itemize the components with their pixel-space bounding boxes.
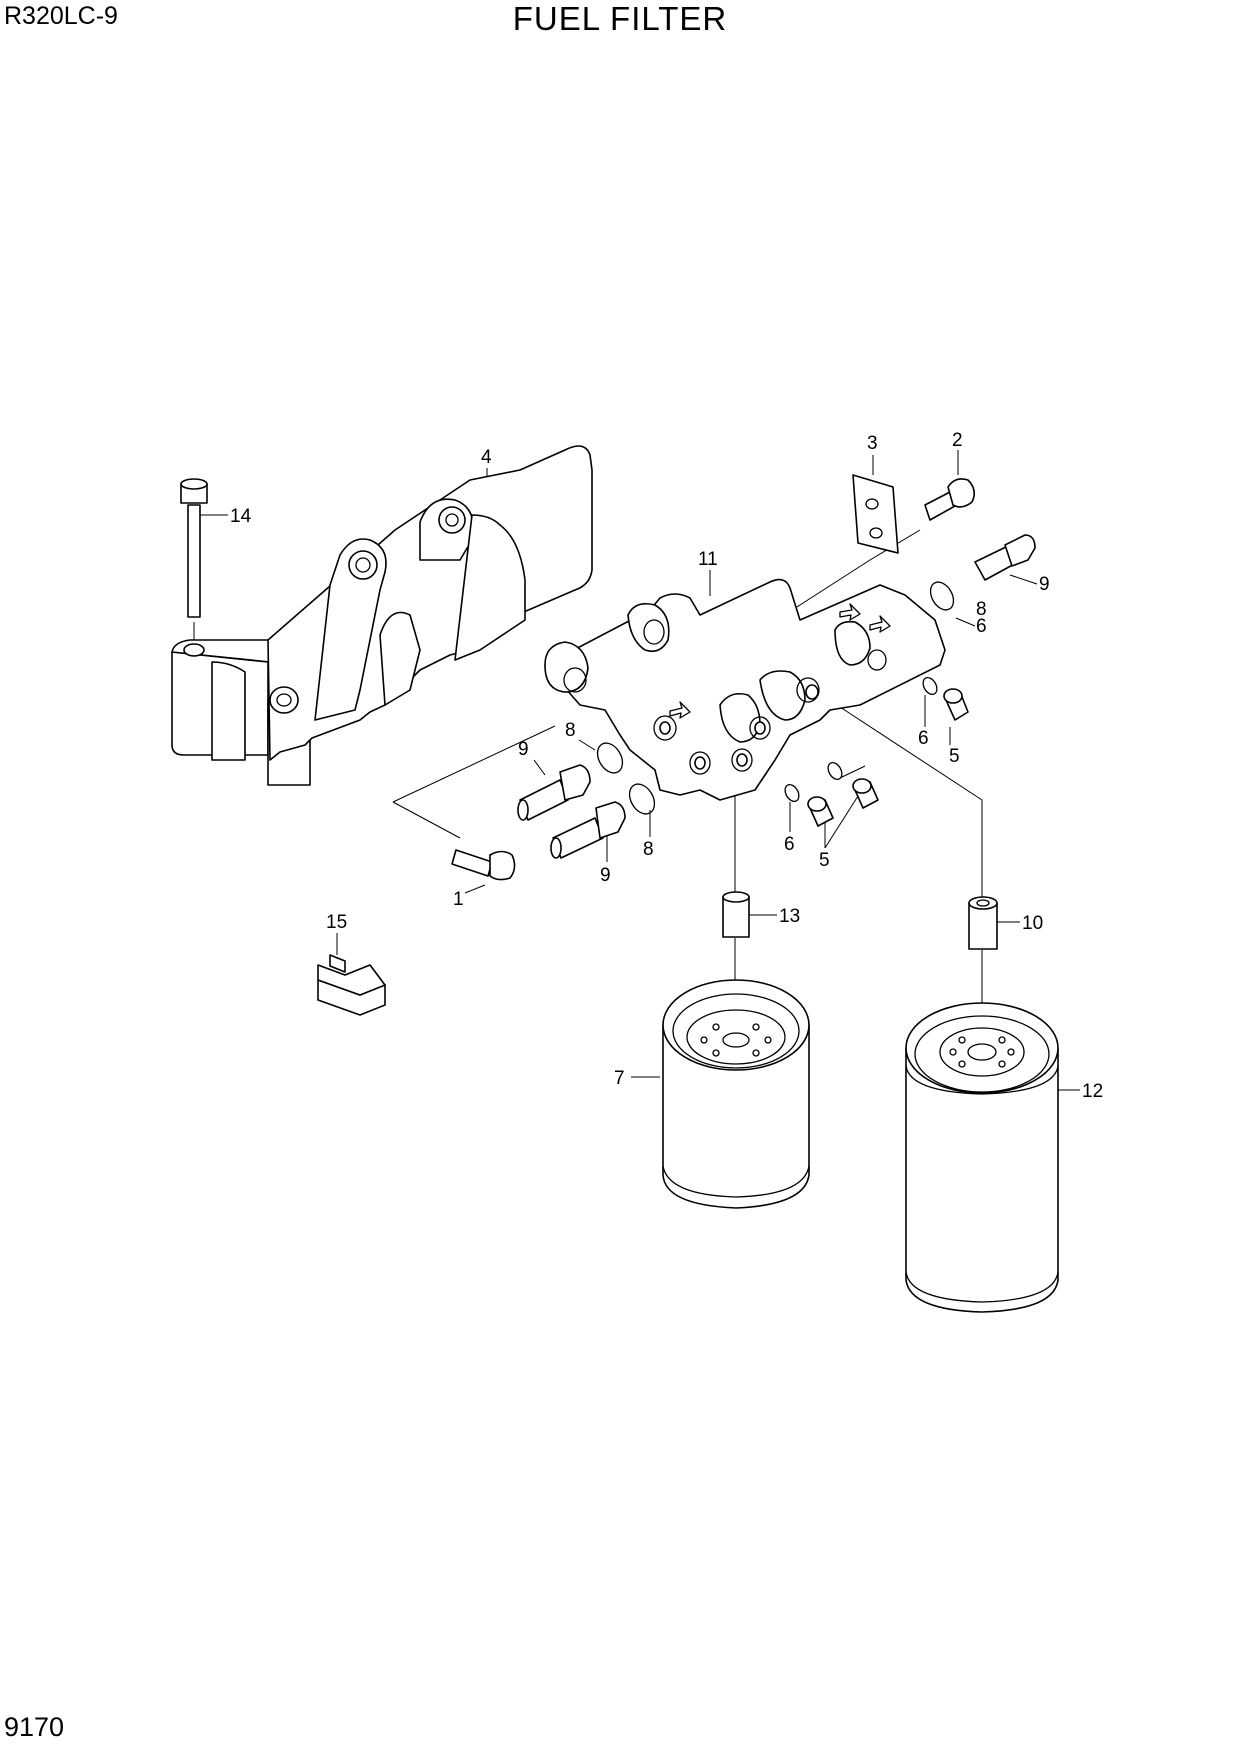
bolt-14 (180, 478, 208, 618)
bolt-2 (924, 478, 976, 521)
callout-3: 3 (867, 433, 878, 454)
callout-6a: 6 (976, 616, 987, 637)
callout-15: 15 (326, 912, 347, 933)
callout-8b: 8 (565, 720, 576, 741)
callout-6b: 6 (918, 728, 929, 749)
connector-15 (317, 954, 386, 1016)
callout-11: 11 (698, 549, 718, 570)
fitting-9-left-upper (517, 764, 591, 821)
adapter-13 (722, 891, 750, 938)
callout-5a: 5 (949, 746, 960, 767)
plugs-5 (807, 688, 969, 827)
fitting-9-left-lower (550, 801, 626, 859)
callout-9a: 9 (1039, 574, 1050, 595)
callout-1: 1 (453, 889, 464, 910)
bolt-1 (451, 849, 516, 881)
callout-9b: 9 (518, 739, 529, 760)
callout-8c: 8 (643, 839, 654, 860)
callout-7: 7 (614, 1068, 625, 1089)
callout-12: 12 (1082, 1081, 1103, 1102)
callout-13: 13 (779, 906, 800, 927)
page-number: 9170 (4, 1712, 65, 1742)
callout-10: 10 (1022, 913, 1043, 934)
adapter-10 (968, 896, 998, 950)
fitting-9-right (974, 534, 1036, 581)
callout-9c: 9 (600, 865, 611, 886)
callout-6c: 6 (784, 834, 795, 855)
bracket-4 (171, 445, 593, 786)
callout-2: 2 (952, 430, 963, 451)
plate-3 (852, 474, 899, 554)
o-rings-6 (784, 676, 938, 803)
callout-4: 4 (481, 447, 492, 468)
filter-7 (662, 979, 810, 1209)
o-rings-8 (596, 581, 955, 815)
filter-head-11 (544, 578, 946, 801)
callout-5b: 5 (819, 850, 830, 871)
callout-14: 14 (230, 506, 252, 527)
filter-12 (905, 1002, 1059, 1313)
callout-labels: 1 2 3 4 5 5 6 6 6 7 8 8 8 9 9 9 10 11 12… (230, 430, 1103, 1102)
callout-8a: 8 (976, 599, 987, 620)
page-title: FUEL FILTER (512, 0, 728, 37)
model-code: R320LC-9 (4, 2, 118, 30)
